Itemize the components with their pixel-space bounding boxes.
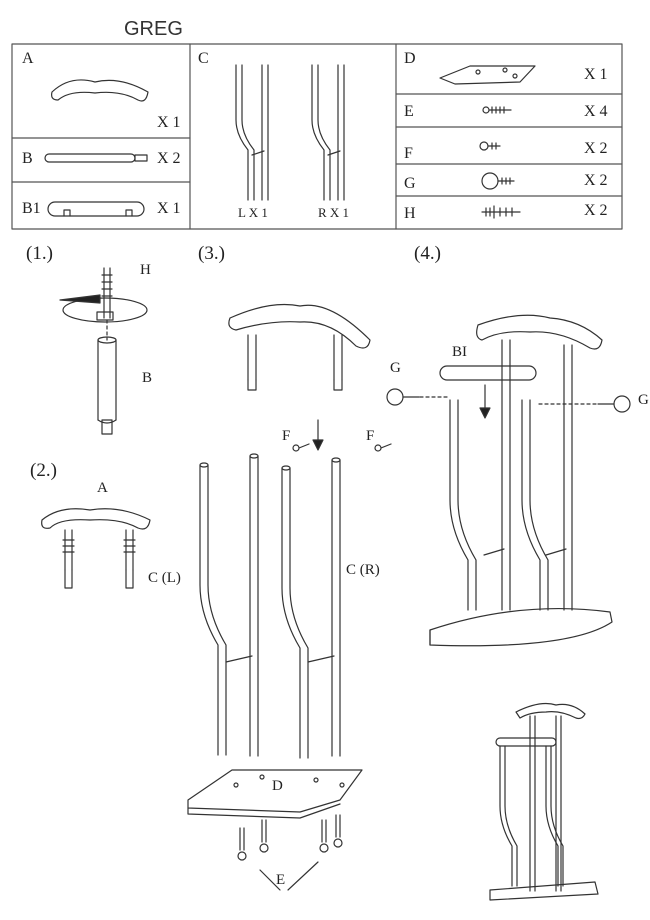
step-3-drawing [187, 303, 392, 891]
part-letter-a: A [22, 50, 34, 67]
callout-d: D [272, 778, 283, 794]
callout-f-left: F [282, 428, 291, 444]
part-letter-b: B [22, 150, 33, 167]
part-letter-c: C [198, 50, 209, 67]
step-2-label: (2.) [30, 460, 57, 481]
step-1-label: (1.) [26, 243, 53, 264]
callout-b1: BI [452, 344, 467, 360]
part-c-right-qty: R X 1 [318, 205, 350, 220]
callout-c-right: C (R) [346, 562, 380, 578]
part-g-knob-icon [481, 172, 515, 190]
callout-b: B [142, 370, 153, 386]
callout-f-right: F [366, 428, 375, 444]
part-f-screw-icon [479, 141, 501, 151]
part-qty-e: X 4 [584, 103, 608, 120]
part-e-screw-icon [482, 106, 512, 114]
parts-table-grid [11, 43, 623, 230]
part-c-poles-drawing [235, 64, 345, 201]
part-letter-g: G [404, 175, 416, 192]
part-letter-e: E [404, 103, 414, 120]
part-b1-bar-drawing [47, 201, 145, 217]
callout-e: E [276, 872, 286, 888]
part-c-left-qty: L X 1 [238, 205, 268, 220]
step-2-drawing [41, 508, 151, 589]
step-4-label: (4.) [414, 243, 441, 264]
finished-valet-drawing [489, 702, 599, 901]
part-a-hanger-drawing [51, 79, 149, 102]
part-letter-d: D [404, 50, 416, 67]
step-1-drawing [59, 267, 148, 435]
callout-c-left: C (L) [148, 570, 181, 586]
part-qty-a: X 1 [157, 114, 181, 131]
callout-g-left: G [390, 360, 401, 376]
callout-h: H [140, 262, 151, 278]
part-qty-b1: X 1 [157, 200, 181, 217]
step-4-drawing [386, 314, 631, 647]
product-title: GREG [124, 18, 183, 40]
part-qty-f: X 2 [584, 140, 608, 157]
part-qty-h: X 2 [584, 202, 608, 219]
callout-g-right: G [638, 392, 649, 408]
part-h-bolt-icon [481, 205, 521, 219]
part-d-base-drawing [439, 65, 536, 85]
step-3-label: (3.) [198, 243, 225, 264]
part-qty-g: X 2 [584, 172, 608, 189]
callout-a: A [97, 480, 108, 496]
part-qty-d: X 1 [584, 66, 608, 83]
part-qty-b: X 2 [157, 150, 181, 167]
part-b-rod-drawing [44, 153, 148, 163]
part-letter-b1: B1 [22, 200, 41, 217]
part-letter-h: H [404, 205, 416, 222]
part-letter-f: F [404, 145, 413, 162]
